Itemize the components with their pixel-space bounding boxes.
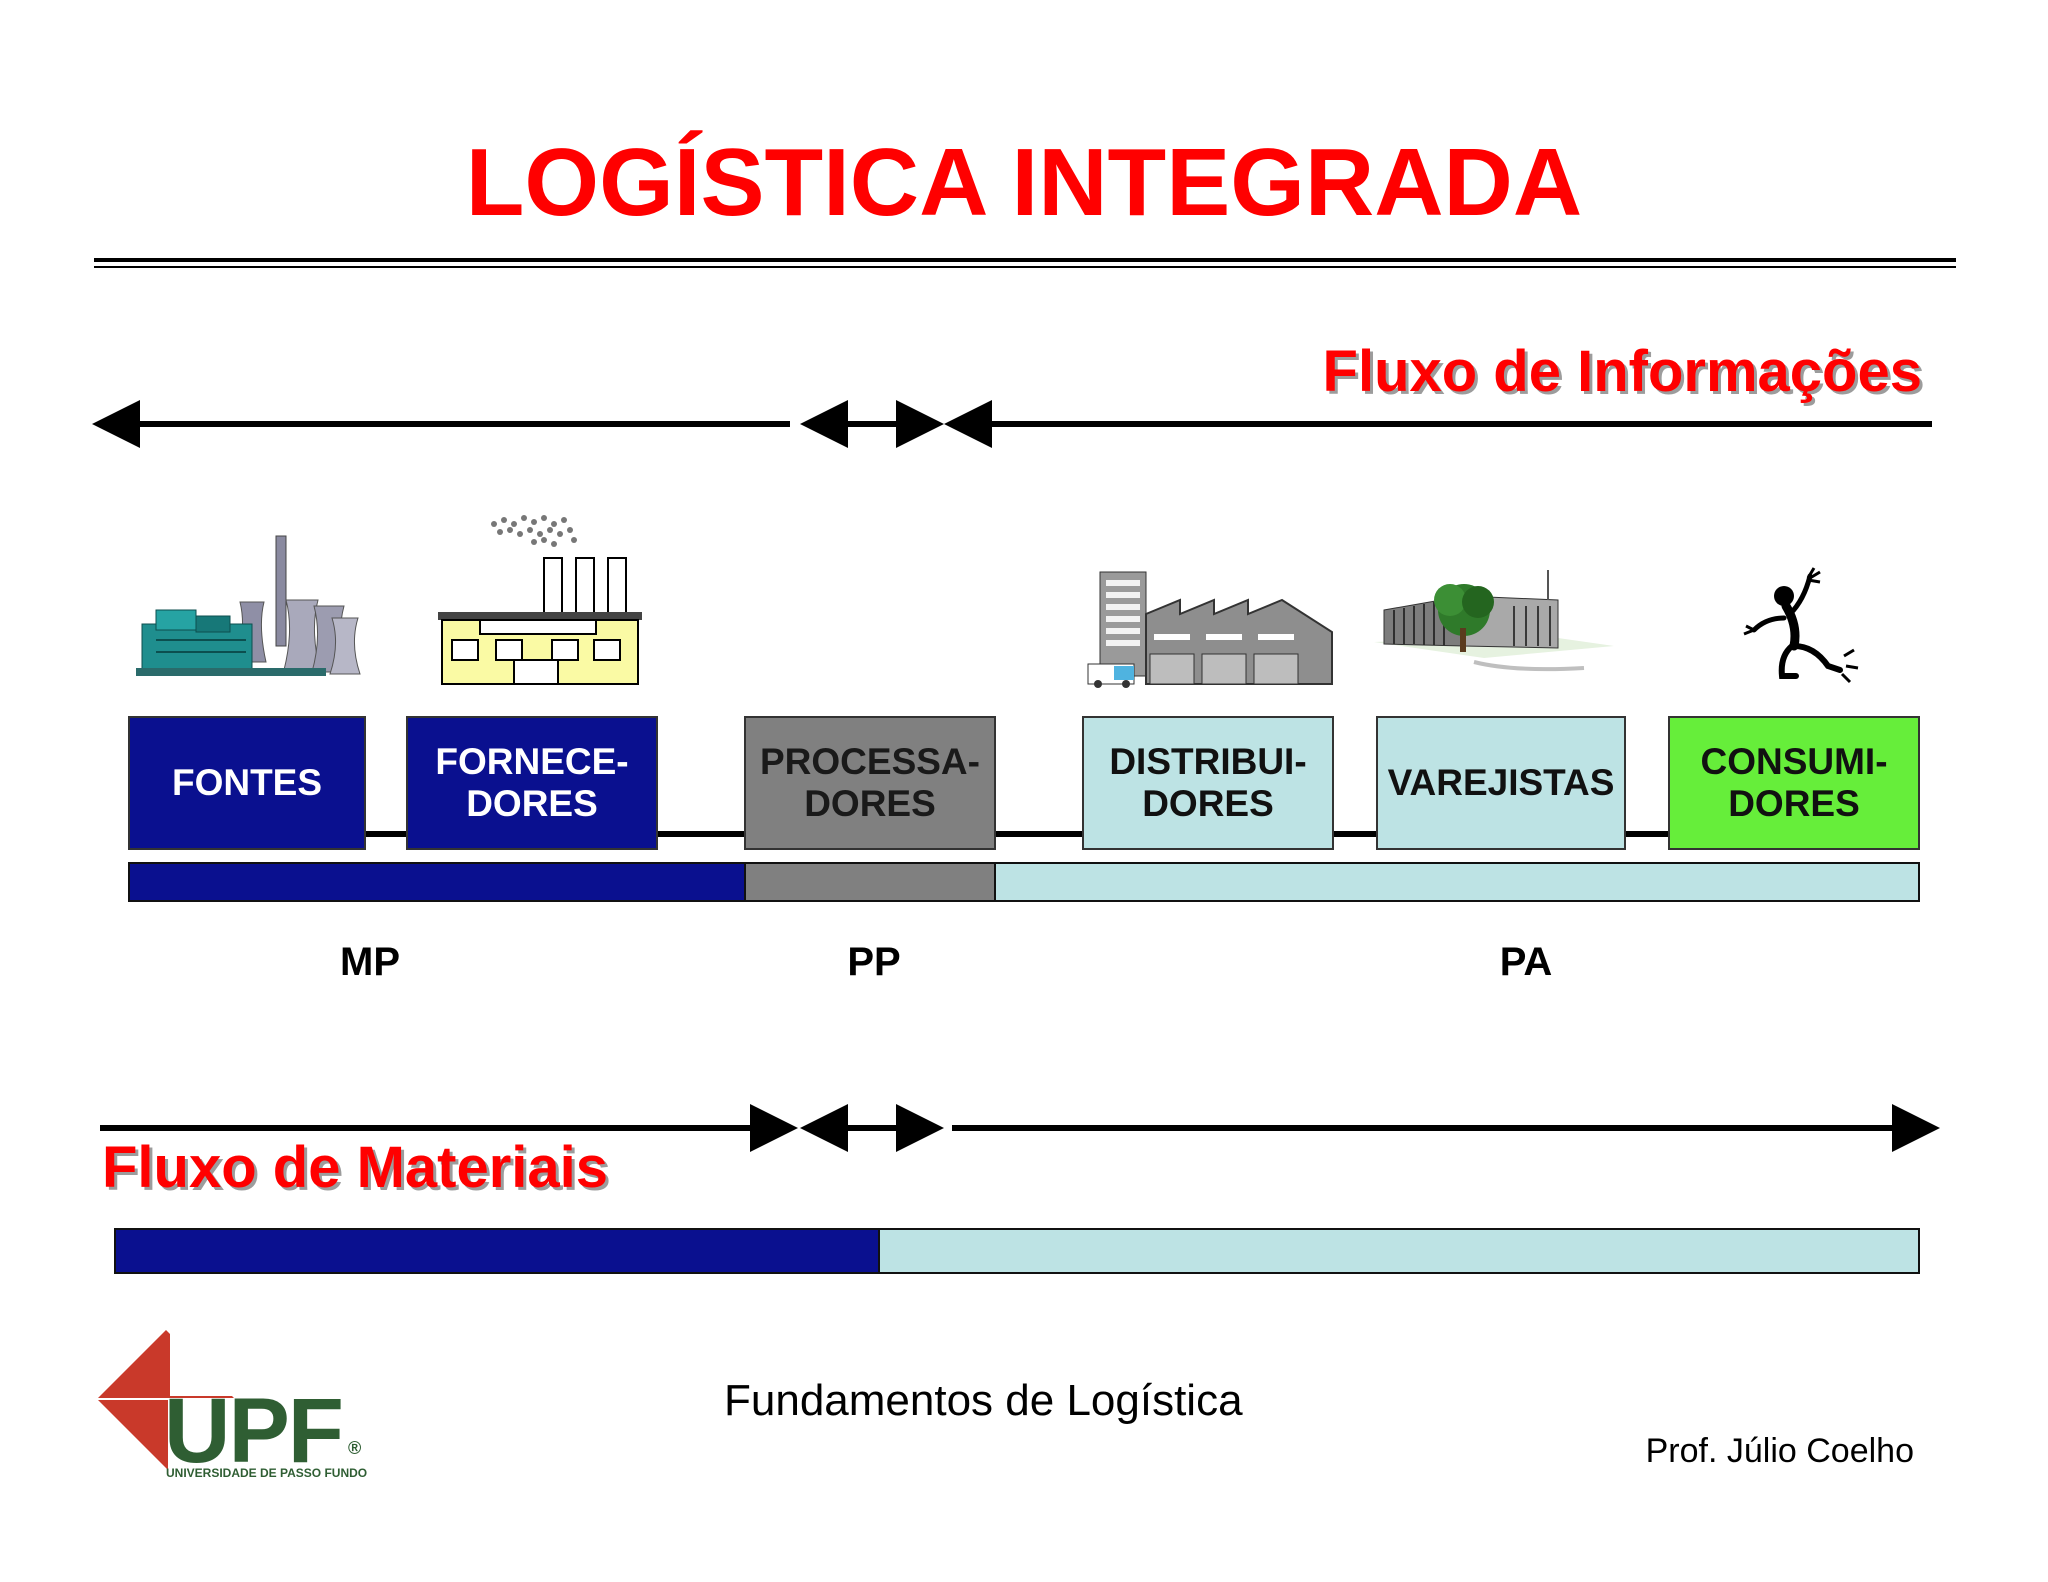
segment-bar-pp [744,862,996,902]
stage-label: PROCESSA- DORES [760,741,980,824]
power-plant-icon [136,535,361,676]
material-bar-raw [114,1228,880,1274]
consumer-icon [1743,567,1859,684]
material-flow-label: Fluxo de Materiais [102,1135,609,1200]
stage-fontes: FONTES [128,716,366,850]
professor-name: Prof. Júlio Coelho [1645,1432,1914,1470]
store-icon [1374,570,1614,672]
title-divider [94,258,1956,262]
stage-label: VAREJISTAS [1387,762,1615,803]
segment-bar-pa [994,862,1920,902]
stage-fornecedores: FORNECE- DORES [406,716,658,850]
factory-icon [438,515,642,685]
material-bar-finished [878,1228,1920,1274]
stage-label: FONTES [171,762,323,803]
segment-bar-mp [128,862,746,902]
page-title: LOGÍSTICA INTEGRADA [465,129,1583,236]
upf-logo: UPF ® UNIVERSIDADE DE PASSO FUNDO [98,1330,368,1480]
course-name: Fundamentos de Logística [724,1376,1243,1425]
stage-varejistas: VAREJISTAS [1376,716,1626,850]
title-divider-thin [94,266,1956,268]
stage-distribuidores: DISTRIBUI- DORES [1082,716,1334,850]
upf-logo-subtext: UNIVERSIDADE DE PASSO FUNDO [166,1466,368,1480]
upf-logo-mark-icon [98,1330,236,1470]
stage-label: DISTRIBUI- DORES [1109,741,1307,824]
stage-processadores: PROCESSA- DORES [744,716,996,850]
info-flow-label: Fluxo de Informações [1322,339,1922,404]
stage-consumidores: CONSUMI- DORES [1668,716,1920,850]
segment-label-pa: PA [1499,940,1553,984]
upf-logo-text: UPF [164,1380,344,1482]
upf-logo-registered: ® [348,1438,362,1458]
segment-label-mp: MP [340,940,400,984]
stage-label: FORNECE- DORES [435,741,629,824]
segment-label-pp: PP [847,940,901,984]
distribution-center-icon [1087,571,1333,688]
stage-label: CONSUMI- DORES [1700,741,1888,824]
